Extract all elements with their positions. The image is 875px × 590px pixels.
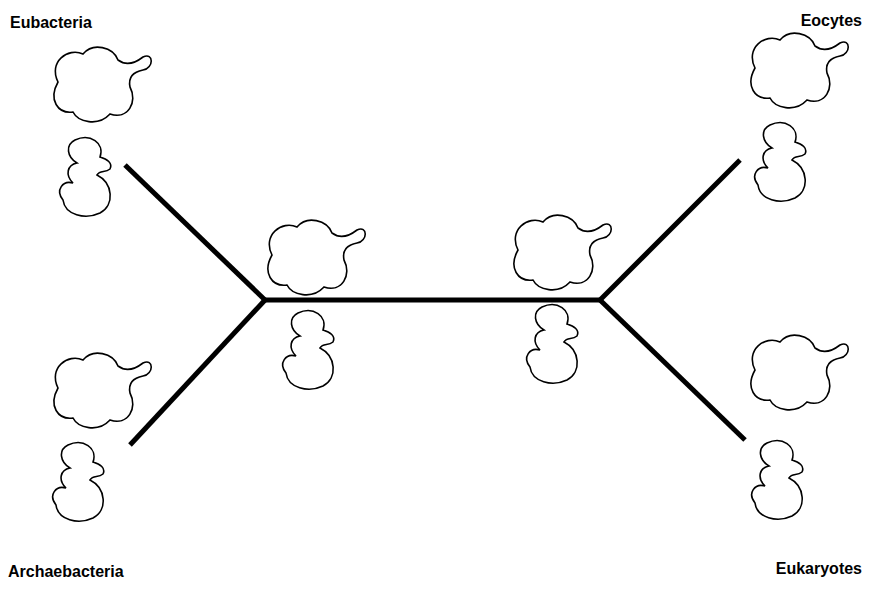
group-label: Eocytes [801, 12, 862, 30]
group-label: Archaebacteria [8, 563, 124, 581]
protein-shapes [53, 33, 849, 521]
tree-lines [125, 160, 745, 445]
group-label: Eukaryotes [776, 560, 862, 578]
group-label: Eubacteria [10, 14, 92, 32]
